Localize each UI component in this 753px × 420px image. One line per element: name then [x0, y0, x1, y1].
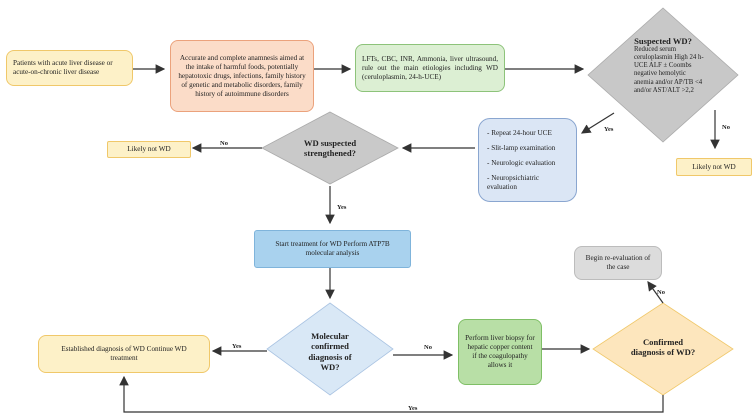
likely-not-wd-left-box: Likely not WD [107, 141, 191, 158]
edge-confirmed-no [647, 281, 664, 304]
edge-label-molecular-yes: Yes [232, 343, 242, 350]
likely-not-wd-right-box: Likely not WD [676, 158, 752, 176]
wd-strengthened-diamond [261, 111, 399, 185]
wd-strengthened-label: WD suspected strengthened? [303, 138, 357, 159]
anamnesis-text: Accurate and complete anamnesis aimed at… [178, 53, 306, 98]
repeat-item-slit-lamp: - Slit-lamp examination [487, 143, 556, 152]
suspected-wd-label: Suspected WD? [626, 36, 700, 46]
established-box: Established diagnosis of WD Continue WD … [38, 335, 210, 373]
start-treatment-text: Start treatment for WD Perform ATP7B mol… [275, 240, 390, 257]
repeat-item-neurologic: - Neurologic evaluation [487, 158, 556, 167]
reevaluation-box: Begin re-evaluation of the case [574, 246, 662, 280]
biopsy-box: Perform liver biopsy for hepatic copper … [458, 319, 542, 385]
edge-label-strengthened-no: No [220, 140, 228, 147]
edge-label-suspected-no: No [722, 124, 730, 131]
edge-label-suspected-yes: Yes [604, 126, 614, 133]
patients-text: Patients with acute liver disease or acu… [13, 59, 113, 76]
molecular-diamond [266, 302, 394, 396]
edge-label-confirmed-yes: Yes [408, 405, 418, 412]
repeat-item-uce: - Repeat 24-hour UCE [487, 128, 552, 137]
likely-not-wd-right-text: Likely not WD [692, 162, 736, 171]
molecular-label: Molecular confirmed diagnosis of WD? [308, 331, 352, 372]
repeat-item-neuropsychiatric: - Neuropsichiatric evaluation [487, 173, 540, 191]
edge-label-strengthened-yes: Yes [337, 204, 347, 211]
start-treatment-box: Start treatment for WD Perform ATP7B mol… [254, 230, 411, 268]
patients-box: Patients with acute liver disease or acu… [6, 50, 133, 86]
suspected-wd-criteria: Reduced serum ceruloplasmin High 24 h-UC… [634, 46, 704, 102]
edge-confirmed-yes [119, 375, 664, 413]
anamnesis-box: Accurate and complete anamnesis aimed at… [170, 40, 314, 112]
suspected-wd-diamond [587, 7, 739, 143]
lab-tests-box: LFTs, CBC, INR, Ammonia, liver ultrasoun… [355, 44, 505, 92]
likely-not-wd-left-text: Likely not WD [127, 145, 171, 153]
reevaluation-text: Begin re-evaluation of the case [585, 254, 651, 271]
edge-label-confirmed-no: No [657, 289, 665, 296]
repeat-tests-box: - Repeat 24-hour UCE - Slit-lamp examina… [478, 118, 577, 202]
suspected-wd-criteria-text: Reduced serum ceruloplasmin High 24 h-UC… [634, 46, 704, 94]
edge-label-molecular-no: No [424, 344, 432, 351]
suspected-wd-title: Suspected WD? [634, 36, 692, 46]
lab-tests-text: LFTs, CBC, INR, Ammonia, liver ultrasoun… [362, 54, 498, 81]
confirmed-label: Confirmed diagnosis of WD? [630, 337, 696, 358]
edge-suspected-yes [580, 112, 615, 134]
biopsy-text: Perform liver biopsy for hepatic copper … [465, 334, 535, 369]
established-text: Established diagnosis of WD Continue WD … [61, 345, 187, 362]
